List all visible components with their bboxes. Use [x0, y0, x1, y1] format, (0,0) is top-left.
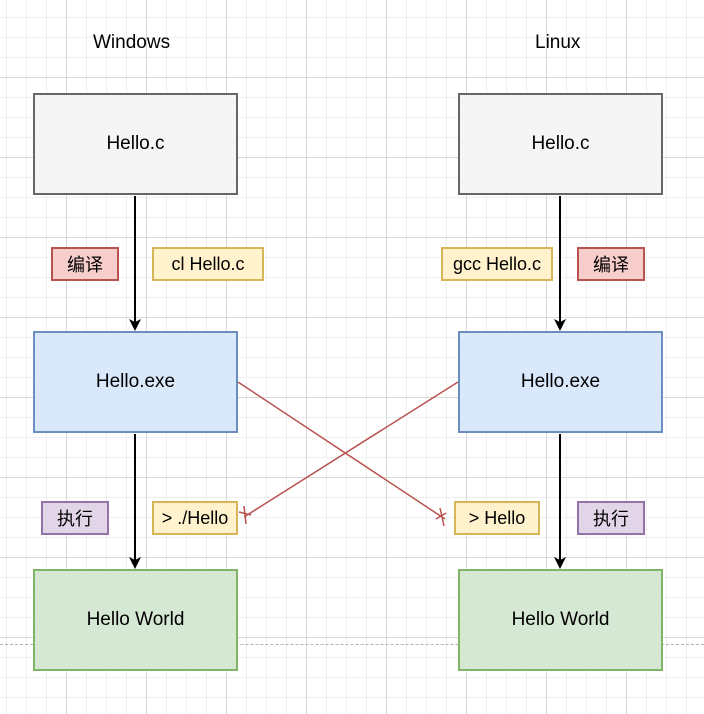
- page-break-line: [0, 644, 704, 645]
- linux-compile-command-label: gcc Hello.c: [452, 253, 542, 274]
- windows-compile-command-label: cl Hello.c: [171, 253, 245, 274]
- windows-output-node[interactable]: Hello World: [33, 569, 238, 671]
- linux-run-command-tag[interactable]: > Hello: [454, 501, 540, 535]
- linux-compile-tag[interactable]: 编译: [577, 247, 645, 281]
- windows-heading: Windows: [93, 32, 171, 53]
- windows-run-command-tag[interactable]: > ./Hello: [152, 501, 238, 535]
- linux-output-node[interactable]: Hello World: [458, 569, 663, 671]
- linux-source-label: Hello.c: [531, 133, 590, 154]
- cross-marker-windows-run: [238, 505, 252, 525]
- windows-run-tag-label: 执行: [57, 509, 93, 529]
- windows-compile-tag[interactable]: 编译: [51, 247, 119, 281]
- windows-executable-label: Hello.exe: [95, 371, 176, 392]
- windows-run-tag[interactable]: 执行: [41, 501, 109, 535]
- windows-compile-command-tag[interactable]: cl Hello.c: [152, 247, 264, 281]
- linux-run-tag[interactable]: 执行: [577, 501, 645, 535]
- linux-executable-label: Hello.exe: [520, 371, 601, 392]
- windows-run-command-label: > ./Hello: [161, 507, 229, 528]
- windows-source-label: Hello.c: [106, 133, 165, 154]
- windows-compile-tag-label: 编译: [67, 255, 103, 275]
- windows-output-label: Hello World: [86, 609, 185, 630]
- linux-compile-command-tag[interactable]: gcc Hello.c: [441, 247, 553, 281]
- linux-run-command-label: > Hello: [468, 507, 526, 528]
- linux-output-label: Hello World: [511, 609, 610, 630]
- windows-source-node[interactable]: Hello.c: [33, 93, 238, 195]
- linux-source-node[interactable]: Hello.c: [458, 93, 663, 195]
- linux-exe-to-windows-run-link: [243, 381, 459, 518]
- windows-executable-node[interactable]: Hello.exe: [33, 331, 238, 433]
- linux-heading: Linux: [535, 32, 581, 53]
- linux-compile-tag-label: 编译: [593, 255, 629, 275]
- linux-run-tag-label: 执行: [593, 509, 629, 529]
- cross-marker-linux-run: [435, 507, 447, 527]
- linux-executable-node[interactable]: Hello.exe: [458, 331, 663, 433]
- windows-exe-to-linux-run-link: [237, 381, 446, 520]
